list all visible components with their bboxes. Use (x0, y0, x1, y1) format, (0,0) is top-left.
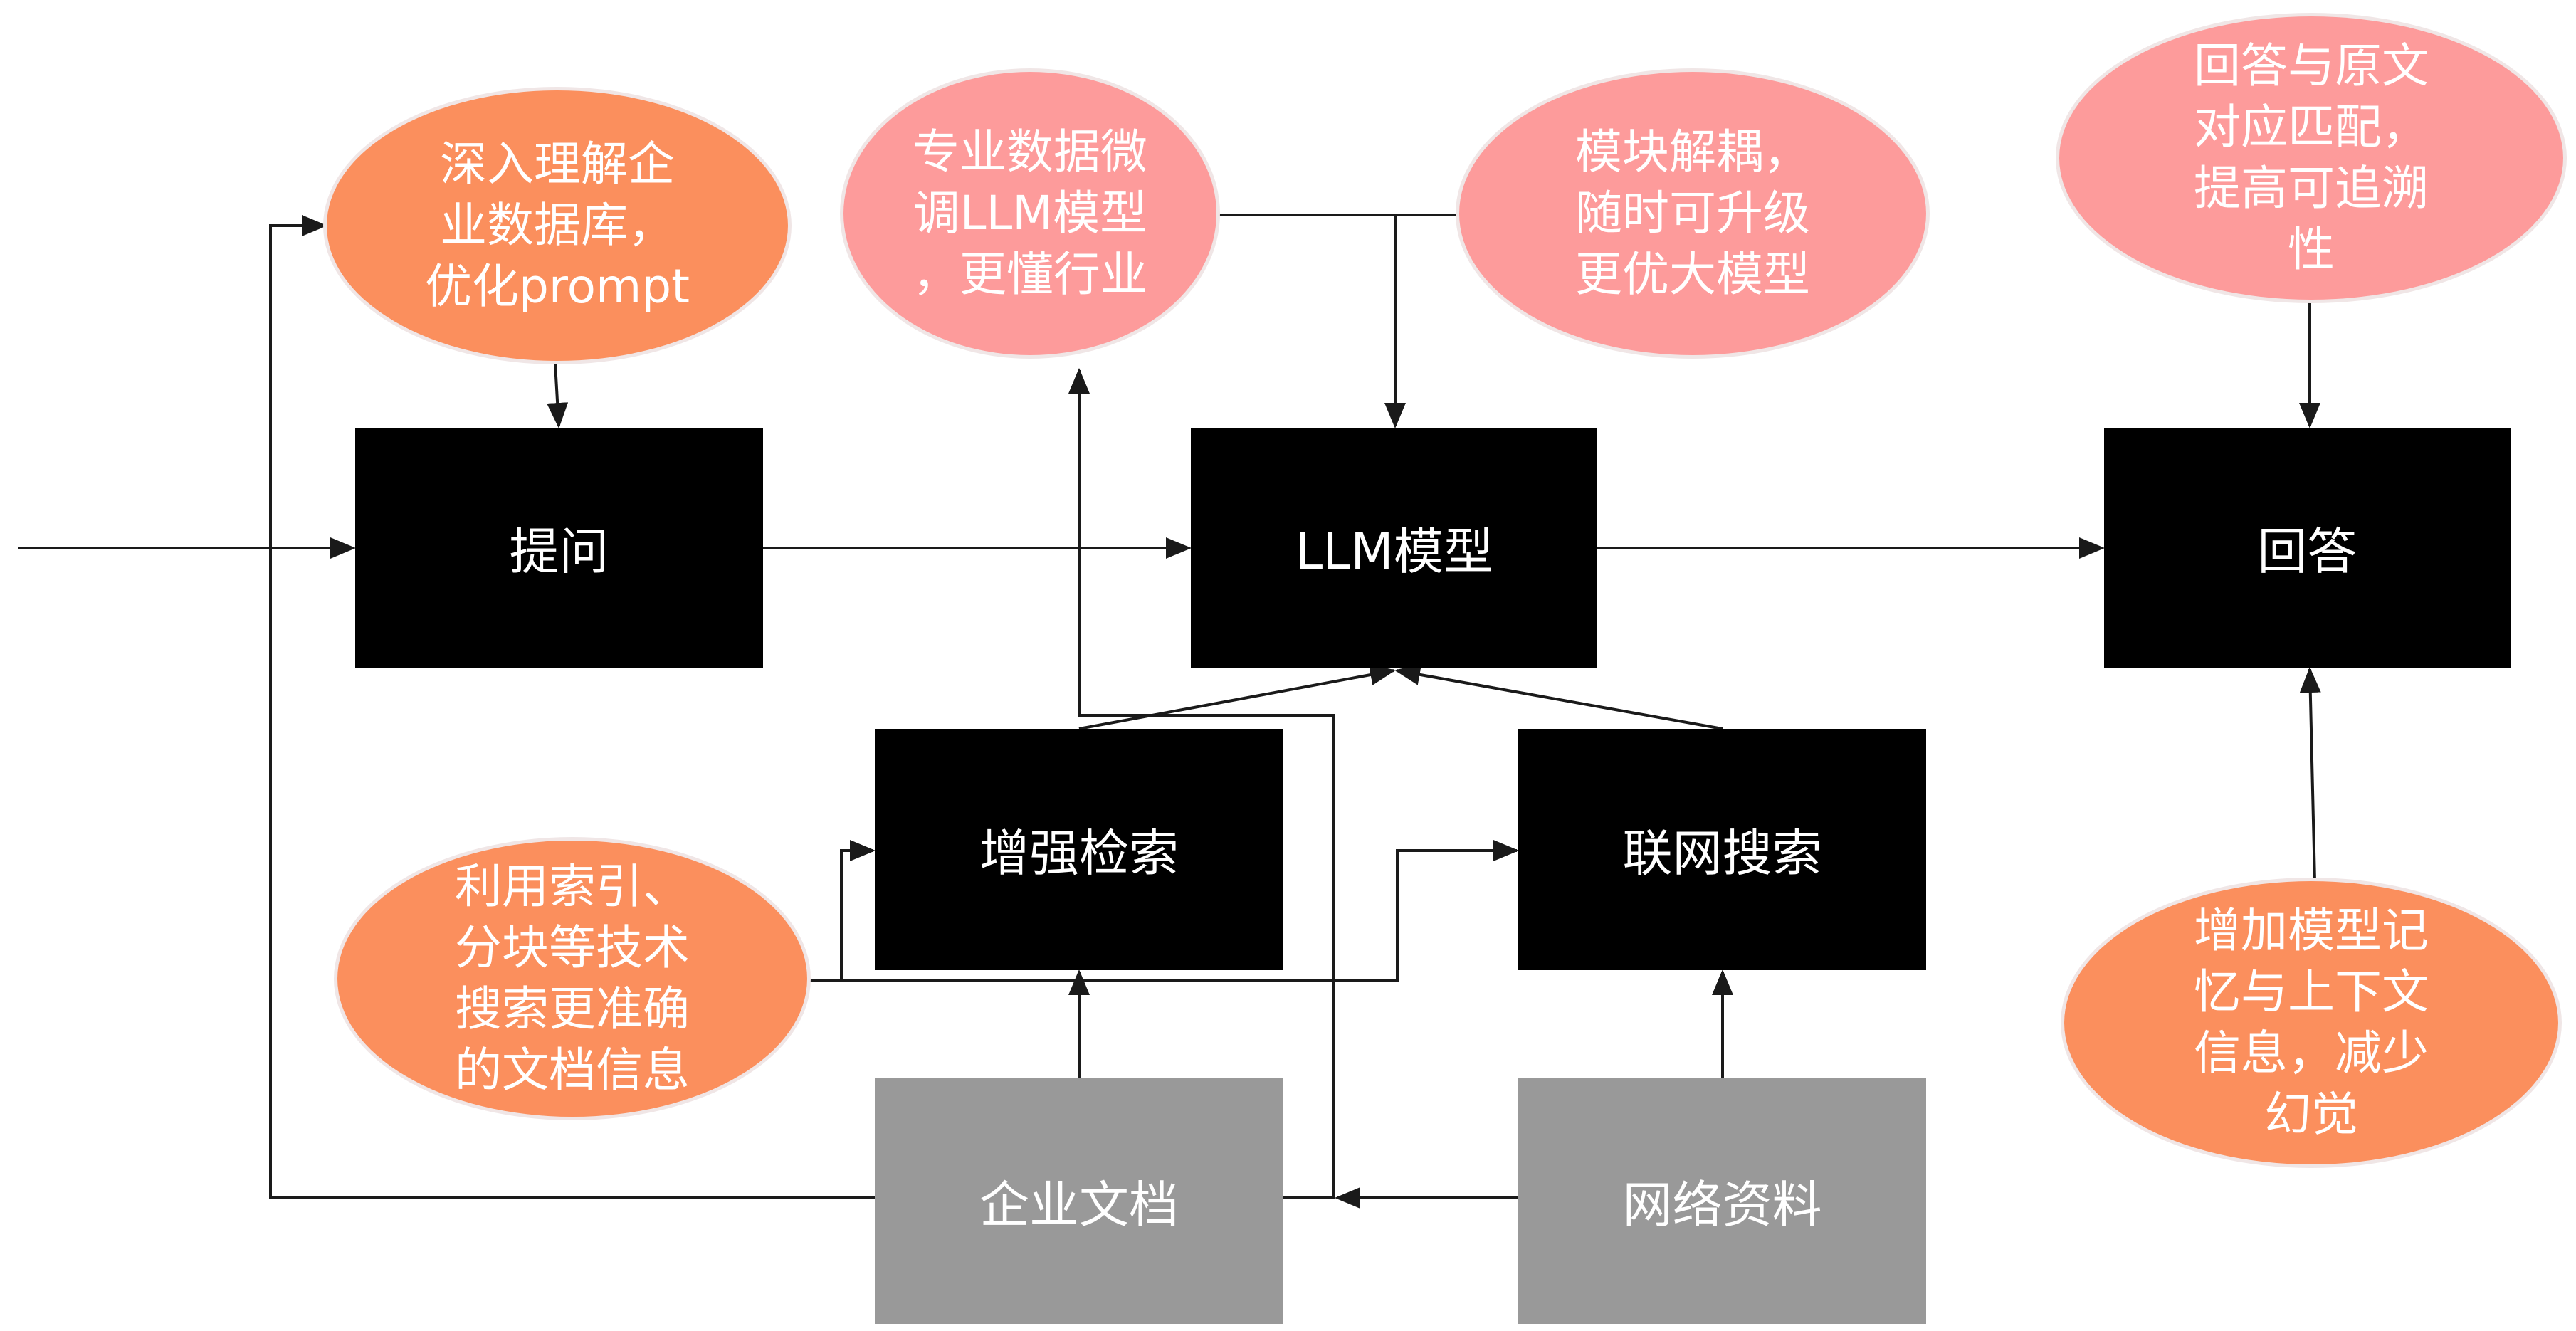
traceability-text: 回答与原文 对应匹配， 提高可追溯 性 (2194, 38, 2429, 277)
prompt-optimization-text: 深入理解企 业数据库， 优化prompt (424, 137, 690, 314)
indexing-note: 利用索引、 分块等技术 搜索更准确 的文档信息 (337, 841, 807, 1117)
memory-note: 增加模型记 忆与上下文 信息，减少 幻觉 (2064, 881, 2558, 1164)
prompt-note-to-question-arrow (547, 362, 569, 428)
docs-to-finetune-arrow (1068, 368, 1335, 1199)
enhanced-retrieval-label: 增强检索 (979, 824, 1179, 883)
enterprise-docs-node: 企业文档 (875, 1078, 1283, 1324)
traceability-note: 回答与原文 对应匹配， 提高可追溯 性 (2059, 16, 2563, 300)
enhanced-retrieval-node: 增强检索 (875, 729, 1283, 970)
fine-tuning-note: 专业数据微 调LLM模型 ，更懂行业 (843, 72, 1216, 355)
web-search-label: 联网搜索 (1622, 824, 1822, 883)
enterprise-docs-label: 企业文档 (979, 1175, 1179, 1234)
retrieval-to-llm-arrow (1078, 664, 1396, 730)
decoupling-note: 模块解耦， 随时可升级 更优大模型 (1459, 72, 1926, 355)
web-materials-label: 网络资料 (1622, 1175, 1822, 1234)
question-node: 提问 (355, 428, 763, 668)
answer-label: 回答 (2257, 522, 2357, 581)
indexing-to-websearch-arrow (807, 840, 1519, 982)
web-search-node: 联网搜索 (1518, 729, 1926, 970)
indexing-to-retrieval-arrow (807, 840, 876, 982)
llm-node: LLM模型 (1191, 428, 1597, 668)
docs-to-prompt-note-arrow (269, 215, 875, 1199)
memory-text: 增加模型记 忆与上下文 信息，减少 幻觉 (2194, 903, 2429, 1142)
prompt-optimization-note: 深入理解企 业数据库， 优化prompt (327, 90, 788, 361)
indexing-text: 利用索引、 分块等技术 搜索更准确 的文档信息 (455, 859, 690, 1098)
llm-label: LLM模型 (1295, 522, 1493, 581)
web-materials-node: 网络资料 (1518, 1078, 1926, 1324)
decoupling-text: 模块解耦， 随时可升级 更优大模型 (1575, 125, 1810, 302)
websearch-to-llm-arrow (1394, 664, 1723, 730)
fine-tuning-text: 专业数据微 调LLM模型 ，更懂行业 (913, 125, 1147, 302)
question-label: 提问 (509, 522, 609, 581)
memory-to-answer-arrow (2299, 667, 2321, 882)
answer-node: 回答 (2104, 428, 2511, 668)
